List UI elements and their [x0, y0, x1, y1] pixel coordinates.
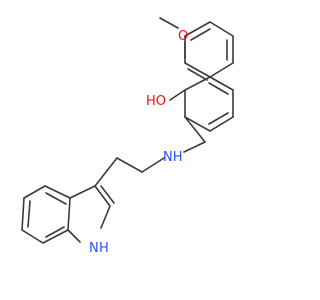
ring-bond-c5-c6-double: [190, 28, 211, 41]
benzyl-bond: [184, 116, 206, 143]
ring-bond-ho-side: [184, 76, 211, 91]
ring-bond-c1-c2: [184, 62, 211, 78]
methoxy-oxygen-label: O: [178, 29, 188, 44]
indole-benzo-bond-4: [21, 229, 44, 244]
molecule-structure: O HO NH N H: [21, 17, 234, 256]
ring-bond-c5-c6: [184, 21, 211, 37]
structure-canvas: O HO NH N H: [21, 17, 234, 256]
chain-to-indole-bond: [94, 157, 118, 187]
indole-benzo-bond-3-double: [27, 200, 31, 228]
indole-benzo-bond-5-double: [45, 226, 65, 238]
ring-bond-c1-c2-double: [187, 68, 208, 81]
indole-benzo-bond-1-double: [45, 192, 67, 205]
indole-hydrogen-label: H: [99, 241, 109, 256]
indole-c3-c3a-bond: [69, 185, 96, 199]
methyl-to-oxygen-bond: [159, 17, 179, 29]
indole-nitrogen-label: N: [89, 241, 99, 256]
ring-bond-right-top-double: [208, 82, 229, 95]
ring-bond-c4-c5: [209, 21, 234, 37]
indole-benzo-bond-5: [42, 229, 69, 244]
indole-benzo-bond-2: [23, 185, 46, 199]
hydroxyl-label: HO: [146, 94, 166, 109]
ring-to-hydroxyl-bond: [169, 89, 186, 101]
indole-c3-c2-bond: [94, 185, 111, 207]
indole-c3-c2-double: [100, 185, 115, 204]
ethyl-bond: [116, 157, 143, 173]
ring-bond-right-top: [209, 76, 234, 91]
indole-c3a-c7a-bond: [67, 197, 71, 231]
nh-to-ch2-bond: [141, 157, 165, 173]
indole-c2-n-bond: [100, 205, 111, 229]
ring-bond-lower-right: [209, 116, 234, 132]
ring-bond-lower-right-double: [208, 112, 229, 125]
amine-label: NH: [163, 150, 183, 165]
ring-bond-lower: [184, 116, 211, 132]
ring-bond-c2-c3: [209, 62, 234, 78]
ch2-to-nh-bond: [183, 141, 206, 153]
indole-n-c7a-bond: [67, 229, 81, 243]
indole-benzo-bond-3: [21, 197, 25, 231]
indole-benzo-bond-1: [44, 185, 71, 199]
